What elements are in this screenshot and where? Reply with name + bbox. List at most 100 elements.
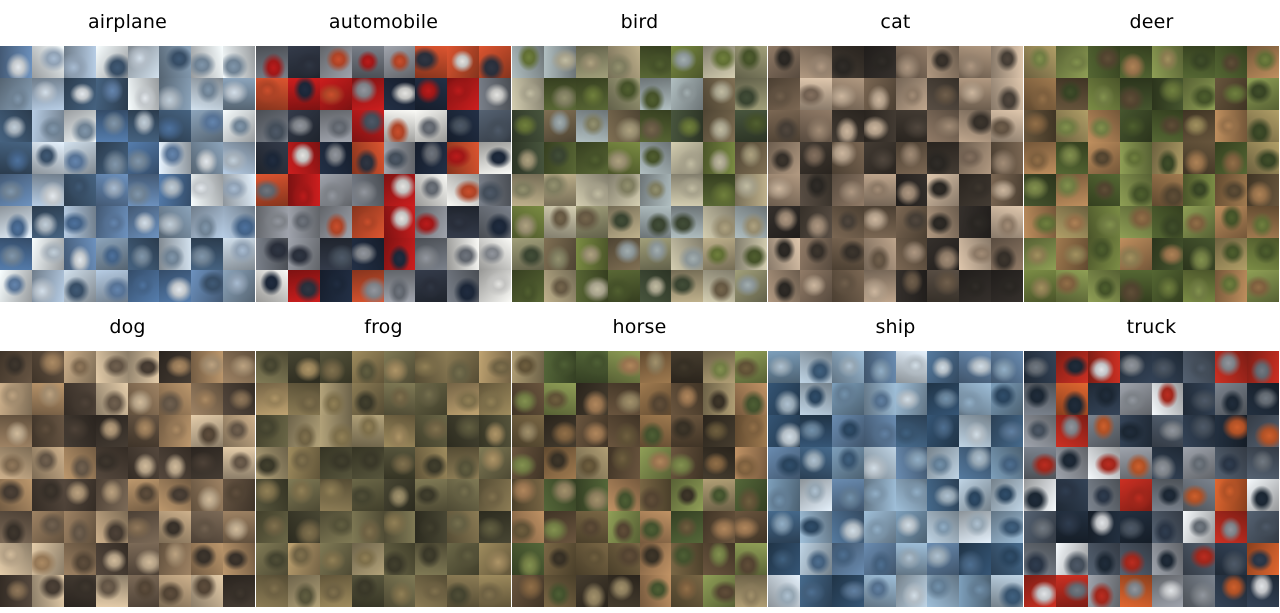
- thumbnail-image: [447, 110, 480, 142]
- thumbnail-image: [1087, 351, 1120, 383]
- thumbnail-image: [1247, 46, 1279, 78]
- thumbnail-image: [1024, 206, 1056, 238]
- thumbnail-image: [607, 110, 640, 142]
- thumbnail-grid: [512, 46, 767, 302]
- thumbnail-image: [1055, 479, 1088, 511]
- thumbnail-image: [863, 351, 896, 383]
- thumbnail-image: [1151, 142, 1184, 174]
- thumbnail-image: [959, 142, 992, 174]
- thumbnail-image: [415, 174, 448, 206]
- thumbnail-image: [1087, 415, 1120, 447]
- thumbnail-image: [863, 415, 896, 447]
- thumbnail-image: [256, 206, 288, 238]
- thumbnail-image: [95, 479, 128, 511]
- thumbnail-image: [895, 270, 928, 302]
- thumbnail-image: [191, 447, 224, 479]
- thumbnail-image: [768, 174, 800, 206]
- thumbnail-image: [1119, 511, 1152, 543]
- thumbnail-image: [735, 351, 767, 383]
- thumbnail-image: [159, 142, 192, 174]
- thumbnail-image: [768, 511, 800, 543]
- thumbnail-image: [799, 78, 832, 110]
- thumbnail-image: [607, 238, 640, 270]
- thumbnail-image: [831, 206, 864, 238]
- thumbnail-image: [1183, 415, 1216, 447]
- thumbnail-image: [512, 575, 544, 607]
- thumbnail-image: [319, 447, 352, 479]
- thumbnail-image: [671, 479, 704, 511]
- thumbnail-image: [1151, 174, 1184, 206]
- thumbnail-image: [319, 270, 352, 302]
- thumbnail-image: [351, 174, 384, 206]
- thumbnail-image: [479, 383, 511, 415]
- thumbnail-image: [31, 447, 64, 479]
- thumbnail-image: [223, 270, 255, 302]
- thumbnail-image: [768, 543, 800, 575]
- thumbnail-image: [159, 447, 192, 479]
- thumbnail-image: [735, 238, 767, 270]
- thumbnail-image: [991, 447, 1023, 479]
- thumbnail-image: [415, 479, 448, 511]
- thumbnail-image: [1024, 511, 1056, 543]
- thumbnail-image: [959, 511, 992, 543]
- thumbnail-image: [1247, 543, 1279, 575]
- thumbnail-image: [927, 46, 960, 78]
- thumbnail-image: [831, 383, 864, 415]
- thumbnail-image: [512, 511, 544, 543]
- panel-title: truck: [1126, 316, 1177, 338]
- thumbnail-image: [31, 479, 64, 511]
- thumbnail-image: [927, 383, 960, 415]
- thumbnail-image: [607, 270, 640, 302]
- thumbnail-image: [575, 238, 608, 270]
- thumbnail-image: [895, 575, 928, 607]
- thumbnail-image: [863, 383, 896, 415]
- thumbnail-image: [512, 447, 544, 479]
- thumbnail-image: [0, 479, 32, 511]
- panel-title: deer: [1129, 11, 1174, 33]
- thumbnail-image: [703, 46, 736, 78]
- thumbnail-image: [127, 110, 160, 142]
- thumbnail-image: [319, 575, 352, 607]
- thumbnail-image: [383, 383, 416, 415]
- thumbnail-image: [95, 543, 128, 575]
- thumbnail-image: [991, 543, 1023, 575]
- thumbnail-image: [639, 543, 672, 575]
- thumbnail-image: [287, 174, 320, 206]
- thumbnail-image: [799, 351, 832, 383]
- thumbnail-image: [703, 383, 736, 415]
- thumbnail-image: [95, 142, 128, 174]
- thumbnail-image: [959, 174, 992, 206]
- thumbnail-image: [256, 447, 288, 479]
- thumbnail-image: [31, 78, 64, 110]
- thumbnail-image: [127, 174, 160, 206]
- thumbnail-image: [512, 383, 544, 415]
- thumbnail-image: [1151, 110, 1184, 142]
- thumbnail-image: [671, 238, 704, 270]
- thumbnail-image: [991, 575, 1023, 607]
- thumbnail-image: [383, 270, 416, 302]
- thumbnail-image: [895, 415, 928, 447]
- thumbnail-image: [287, 206, 320, 238]
- thumbnail-image: [575, 543, 608, 575]
- thumbnail-image: [95, 46, 128, 78]
- thumbnail-image: [1119, 383, 1152, 415]
- thumbnail-grid: [0, 351, 255, 607]
- thumbnail-grid: [1024, 351, 1279, 607]
- thumbnail-image: [1024, 174, 1056, 206]
- thumbnail-image: [1247, 110, 1279, 142]
- thumbnail-image: [479, 351, 511, 383]
- thumbnail-image: [543, 270, 576, 302]
- thumbnail-image: [479, 447, 511, 479]
- thumbnail-image: [256, 543, 288, 575]
- thumbnail-image: [63, 46, 96, 78]
- thumbnail-image: [63, 543, 96, 575]
- thumbnail-image: [831, 351, 864, 383]
- thumbnail-image: [319, 46, 352, 78]
- thumbnail-image: [959, 78, 992, 110]
- thumbnail-grid: [256, 351, 511, 607]
- thumbnail-image: [191, 78, 224, 110]
- thumbnail-image: [543, 142, 576, 174]
- thumbnail-image: [735, 479, 767, 511]
- thumbnail-image: [959, 270, 992, 302]
